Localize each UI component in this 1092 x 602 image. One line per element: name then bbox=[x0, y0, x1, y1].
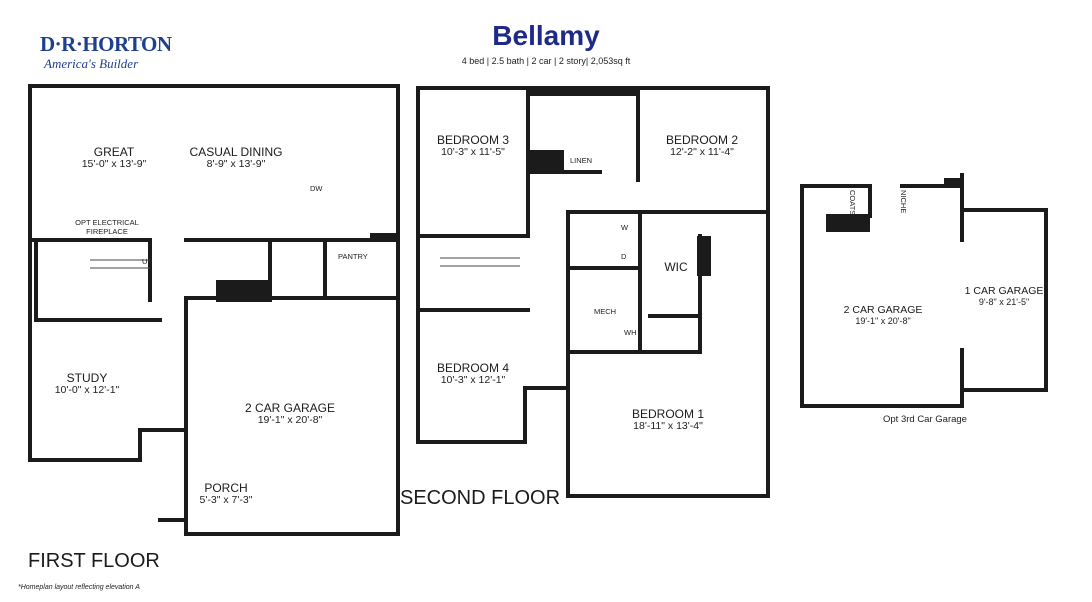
room-porch-dims: 5'-3" x 7'-3" bbox=[199, 494, 253, 507]
room-casual-dining-name: CASUAL DINING bbox=[189, 145, 283, 159]
room-garage-name: 2 CAR GARAGE bbox=[244, 401, 336, 415]
room-porch-name: PORCH bbox=[204, 481, 248, 495]
room-wic-name: WIC bbox=[664, 260, 688, 274]
brand-logo: D·R·HORTON bbox=[40, 32, 172, 56]
room-opt-one-car-garage-dims: 9'-8" x 21'-5" bbox=[978, 296, 1030, 307]
washer-note: W bbox=[621, 223, 629, 232]
water-heater-note: WH bbox=[624, 328, 637, 337]
room-bedroom-4: BEDROOM 4 10'-3" x 12'-1" bbox=[436, 361, 510, 387]
opt-garage-label: Opt 3rd Car Garage bbox=[883, 414, 967, 425]
brand-tagline: America's Builder bbox=[44, 56, 139, 71]
room-bedroom-2-name: BEDROOM 2 bbox=[665, 133, 739, 147]
room-great-name: GREAT bbox=[93, 145, 135, 159]
second-floor-walls bbox=[416, 86, 770, 498]
room-bedroom-3-dims: 10'-3" x 11'-5" bbox=[441, 146, 505, 159]
room-porch: PORCH 5'-3" x 7'-3" bbox=[199, 481, 253, 507]
room-opt-two-car-garage-dims: 19'-1" x 20'-8" bbox=[855, 315, 911, 326]
room-great-dims: 15'-0" x 13'-9" bbox=[81, 158, 147, 171]
footnote: *Homeplan layout reflecting elevation A bbox=[18, 584, 140, 591]
second-floor-label: SECOND FLOOR bbox=[400, 487, 561, 509]
room-opt-two-car-garage-name: 2 CAR GARAGE bbox=[843, 304, 923, 316]
room-study: STUDY 10'-0" x 12'-1" bbox=[54, 371, 120, 397]
room-bedroom-4-name: BEDROOM 4 bbox=[436, 361, 510, 375]
room-bedroom-2: BEDROOM 2 12'-2" x 11'-4" bbox=[665, 133, 739, 159]
room-bedroom-1: BEDROOM 1 18'-11" x 13'-4" bbox=[631, 407, 705, 433]
plan-title: Bellamy bbox=[492, 20, 600, 51]
first-floor-label: FIRST FLOOR bbox=[28, 550, 160, 572]
room-wic: WIC bbox=[664, 260, 688, 274]
room-casual-dining: CASUAL DINING 8'-9" x 13'-9" bbox=[189, 145, 283, 171]
room-bedroom-2-dims: 12'-2" x 11'-4" bbox=[670, 146, 734, 159]
room-garage-dims: 19'-1" x 20'-8" bbox=[257, 414, 323, 427]
mech-note: MECH bbox=[594, 307, 617, 316]
niche-note: NICHE bbox=[899, 190, 908, 214]
up-note: UP bbox=[142, 257, 153, 266]
linen-note: LINEN bbox=[570, 156, 593, 165]
plan-specs: 4 bed | 2.5 bath | 2 car | 2 story| 2,05… bbox=[461, 56, 631, 66]
room-bedroom-3: BEDROOM 3 10'-3" x 11'-5" bbox=[436, 133, 510, 159]
room-bedroom-3-name: BEDROOM 3 bbox=[436, 133, 510, 147]
room-bedroom-1-dims: 18'-11" x 13'-4" bbox=[633, 420, 703, 433]
room-garage: 2 CAR GARAGE 19'-1" x 20'-8" bbox=[244, 401, 336, 427]
dryer-note: D bbox=[621, 252, 627, 261]
opt-fireplace-note: OPT ELECTRICAL FIREPLACE bbox=[75, 218, 139, 236]
room-study-name: STUDY bbox=[66, 371, 108, 385]
room-great: GREAT 15'-0" x 13'-9" bbox=[81, 145, 147, 171]
room-bedroom-1-name: BEDROOM 1 bbox=[631, 407, 705, 421]
dw-note: DW bbox=[310, 184, 323, 193]
pantry-note: PANTRY bbox=[338, 252, 368, 261]
room-opt-one-car-garage: 1 CAR GARAGE 9'-8" x 21'-5" bbox=[964, 285, 1044, 307]
room-opt-one-car-garage-name: 1 CAR GARAGE bbox=[964, 285, 1044, 297]
room-opt-two-car-garage: 2 CAR GARAGE 19'-1" x 20'-8" bbox=[843, 304, 923, 326]
coats-note: COATS bbox=[848, 190, 857, 216]
room-study-dims: 10'-0" x 12'-1" bbox=[54, 384, 120, 397]
room-casual-dining-dims: 8'-9" x 13'-9" bbox=[206, 158, 266, 171]
room-bedroom-4-dims: 10'-3" x 12'-1" bbox=[440, 374, 506, 387]
